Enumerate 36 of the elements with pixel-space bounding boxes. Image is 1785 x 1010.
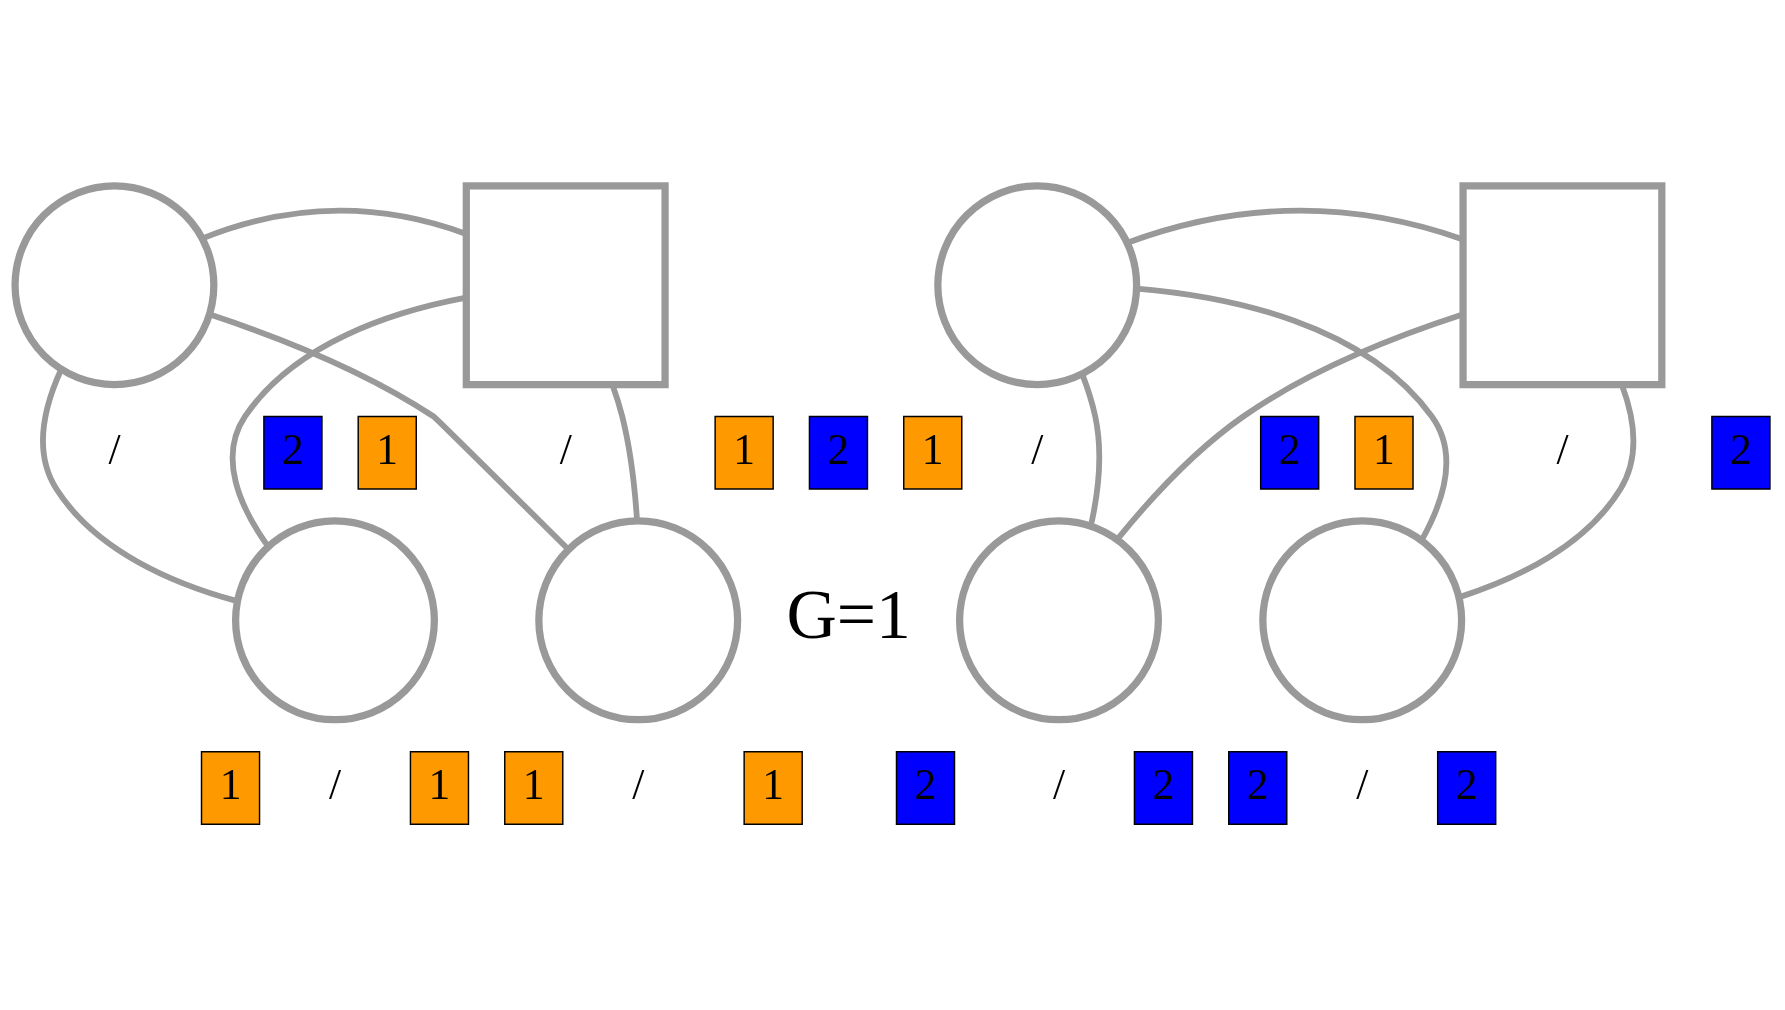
connector [1079, 373, 1103, 527]
node-box: 2 [808, 415, 869, 490]
node-box: 1 [903, 415, 963, 490]
connector [40, 368, 238, 604]
node-box: 2 [1228, 750, 1288, 825]
node-circle [232, 517, 438, 724]
node-box [1459, 182, 1666, 389]
node-circle [934, 182, 1141, 389]
label: / [108, 424, 121, 473]
node-box: 1 [200, 750, 261, 825]
node-box: 1 [504, 750, 564, 825]
node-box: 1 [409, 750, 470, 825]
node-box: 2 [263, 415, 323, 490]
node-circle [11, 182, 218, 389]
label: / [1052, 759, 1066, 808]
node-box: 1 [357, 415, 417, 490]
node-box: 2 [1711, 415, 1771, 490]
node-box: 2 [1436, 750, 1497, 825]
label: / [632, 759, 645, 808]
node-box: 1 [743, 750, 803, 825]
label: / [1031, 424, 1044, 473]
label: / [328, 759, 342, 808]
node-box: 2 [1133, 750, 1194, 825]
node-box: 1 [714, 415, 774, 490]
label: G=1 [786, 575, 911, 653]
connector [209, 311, 571, 552]
node-box: 1 [1354, 415, 1414, 490]
label: / [1556, 424, 1569, 473]
label: / [559, 424, 572, 473]
node-circle [1259, 517, 1466, 724]
node-circle [955, 517, 1162, 724]
label: / [1356, 759, 1369, 808]
node-box [462, 182, 669, 389]
node-circle [535, 517, 742, 724]
node-box: 2 [1259, 415, 1320, 490]
node-box: 2 [895, 750, 956, 825]
